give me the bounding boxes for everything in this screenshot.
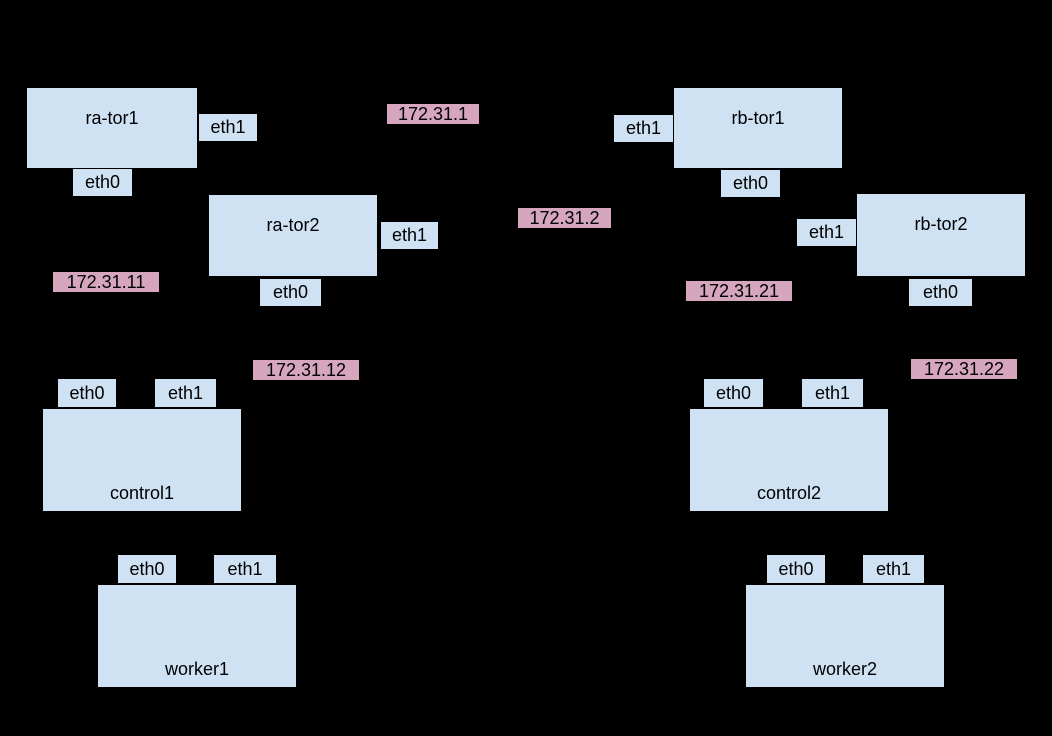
node-label-ra-tor1: ra-tor1	[85, 108, 139, 128]
ip-label-172.31.1: 172.31.1	[387, 104, 479, 124]
node-label-rb-tor2: rb-tor2	[914, 214, 968, 234]
node-label-ra-tor2: ra-tor2	[266, 215, 320, 235]
node-worker2: worker2	[745, 584, 945, 688]
node-control2: control2	[689, 408, 889, 512]
port-worker1-eth0: eth0	[117, 554, 177, 584]
node-rb-tor2: rb-tor2	[856, 193, 1026, 277]
ip-label-172.31.2: 172.31.2	[518, 208, 611, 228]
port-worker1-eth1: eth1	[213, 554, 277, 584]
node-label-rb-tor1: rb-tor1	[731, 108, 785, 128]
port-rb-tor1-eth1: eth1	[613, 114, 674, 143]
node-ra-tor1: ra-tor1	[26, 87, 198, 169]
node-rb-tor1: rb-tor1	[673, 87, 843, 169]
node-label-control1: control1	[109, 483, 175, 503]
ip-label-172.31.11: 172.31.11	[53, 272, 159, 292]
node-control1: control1	[42, 408, 242, 512]
node-ra-tor2: ra-tor2	[208, 194, 378, 277]
node-label-control2: control2	[756, 483, 822, 503]
port-control1-eth1: eth1	[154, 378, 217, 408]
port-ra-tor2-eth0: eth0	[259, 278, 322, 307]
port-rb-tor2-eth0: eth0	[908, 278, 973, 307]
ip-label-172.31.21: 172.31.21	[686, 281, 792, 301]
port-ra-tor1-eth0: eth0	[72, 168, 133, 197]
port-control2-eth1: eth1	[801, 378, 864, 408]
node-label-worker1: worker1	[164, 659, 230, 679]
port-ra-tor1-eth1: eth1	[198, 113, 258, 142]
ip-label-172.31.22: 172.31.22	[911, 359, 1017, 379]
port-rb-tor2-eth1: eth1	[796, 218, 857, 247]
port-worker2-eth0: eth0	[766, 554, 826, 584]
port-worker2-eth1: eth1	[862, 554, 925, 584]
node-worker1: worker1	[97, 584, 297, 688]
ip-label-172.31.12: 172.31.12	[253, 360, 359, 380]
node-label-worker2: worker2	[812, 659, 878, 679]
port-control1-eth0: eth0	[57, 378, 117, 408]
port-control2-eth0: eth0	[703, 378, 764, 408]
port-ra-tor2-eth1: eth1	[380, 221, 439, 250]
port-rb-tor1-eth0: eth0	[720, 169, 781, 198]
